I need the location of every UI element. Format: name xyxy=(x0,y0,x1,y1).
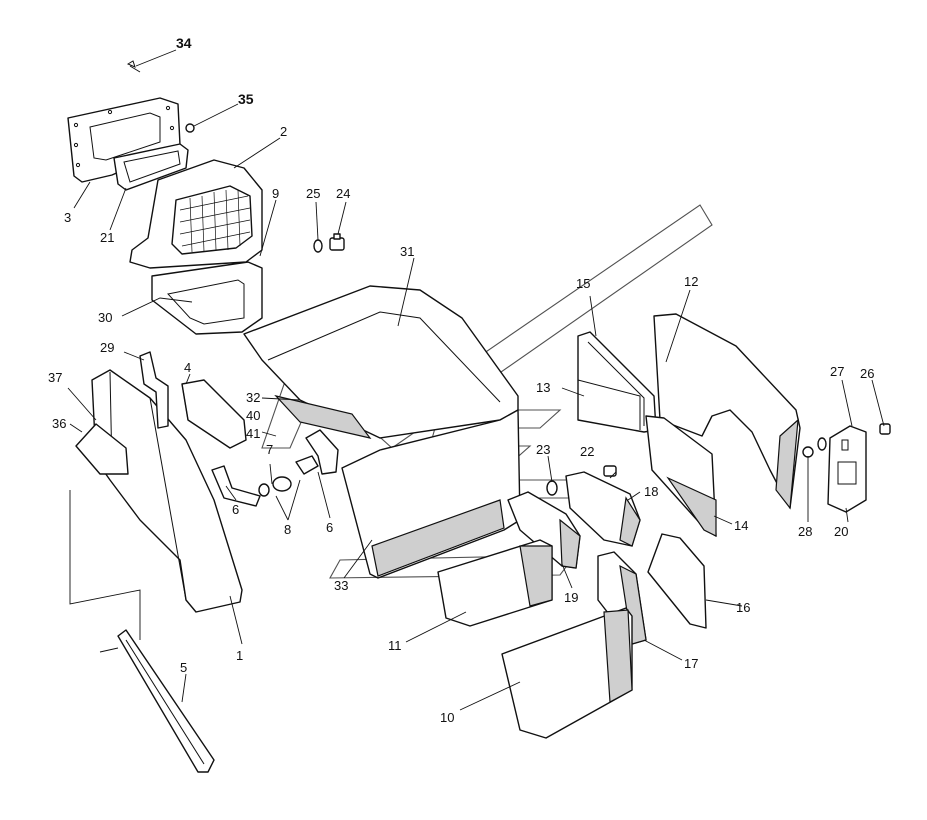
part-28-washer xyxy=(802,446,814,458)
callout-27: 27 xyxy=(830,364,844,379)
part-33-front-panel xyxy=(341,409,521,579)
part-7-connector xyxy=(258,476,292,497)
part-11-lower-panel xyxy=(437,539,553,627)
part-5-guide-line xyxy=(69,490,141,653)
callout-41: 41 xyxy=(246,426,260,441)
callout-18: 18 xyxy=(644,484,658,499)
part-31-roof-panel xyxy=(243,285,519,439)
part-6-hose-left xyxy=(211,465,261,507)
callout-16: 16 xyxy=(736,600,750,615)
part-20-cover-plate xyxy=(827,425,867,513)
part-4-foam-block xyxy=(181,379,247,449)
callout-7: 7 xyxy=(266,442,273,457)
part-16-panel xyxy=(647,533,707,629)
part-12-wheel-arch-panel xyxy=(653,313,801,510)
callout-4: 4 xyxy=(184,360,191,375)
callout-40: 40 xyxy=(246,408,260,423)
callout-20: 20 xyxy=(834,524,848,539)
callout-26: 26 xyxy=(860,366,874,381)
part-13-liner xyxy=(577,379,641,430)
callout-37: 37 xyxy=(48,370,62,385)
part-35-nut xyxy=(185,123,195,133)
part-14-panel xyxy=(645,415,717,537)
part-24-bolt xyxy=(329,233,345,251)
callout-19: 19 xyxy=(564,590,578,605)
callout-29: 29 xyxy=(100,340,114,355)
callout-33: 33 xyxy=(334,578,348,593)
callout-10: 10 xyxy=(440,710,454,725)
callout-30: 30 xyxy=(98,310,112,325)
part-36-bracket xyxy=(75,423,129,475)
part-18-step-bracket xyxy=(565,471,641,547)
callout-2: 2 xyxy=(280,124,287,139)
callout-5: 5 xyxy=(180,660,187,675)
callout-15: 15 xyxy=(576,276,590,291)
callout-13: 13 xyxy=(536,380,550,395)
part-26-screw xyxy=(879,423,891,435)
callout-21: 21 xyxy=(100,230,114,245)
callout-22: 22 xyxy=(580,444,594,459)
part-15-panel xyxy=(577,331,657,433)
callout-6-left: 6 xyxy=(232,502,239,517)
callout-17: 17 xyxy=(684,656,698,671)
part-34-screw xyxy=(126,60,141,73)
callout-23: 23 xyxy=(536,442,550,457)
callout-25: 25 xyxy=(306,186,320,201)
part-1-side-panel xyxy=(91,369,243,613)
callout-6-right: 6 xyxy=(326,520,333,535)
part-32-seal-strip xyxy=(274,394,372,439)
part-10-panel xyxy=(501,607,633,739)
callout-labels: 34 35 2 3 21 9 25 24 31 30 29 4 37 36 32… xyxy=(48,35,874,725)
part-29-clip xyxy=(139,351,169,429)
callout-24: 24 xyxy=(336,186,350,201)
callout-35: 35 xyxy=(238,91,254,107)
part-21-gasket xyxy=(113,143,189,191)
part-17-panel xyxy=(597,551,647,645)
callout-3: 3 xyxy=(64,210,71,225)
part-27-washer xyxy=(817,437,827,451)
callout-1: 1 xyxy=(236,648,243,663)
part-9-filter-frame xyxy=(151,261,263,335)
part-23-washer xyxy=(546,480,558,496)
callout-9: 9 xyxy=(272,186,279,201)
part-25-washer xyxy=(313,239,323,253)
callout-31: 31 xyxy=(400,244,414,259)
callout-8: 8 xyxy=(284,522,291,537)
part-5-strip xyxy=(117,629,215,773)
leader-lines xyxy=(67,49,885,711)
callout-11: 11 xyxy=(388,638,402,653)
part-22-bolt xyxy=(603,465,617,477)
part-6-hose-right xyxy=(295,429,339,475)
part-19-bracket xyxy=(507,491,581,569)
callout-34: 34 xyxy=(176,35,192,51)
callout-36: 36 xyxy=(52,416,66,431)
callout-12: 12 xyxy=(684,274,698,289)
callout-14: 14 xyxy=(734,518,748,533)
callout-28: 28 xyxy=(798,524,812,539)
callout-32: 32 xyxy=(246,390,260,405)
